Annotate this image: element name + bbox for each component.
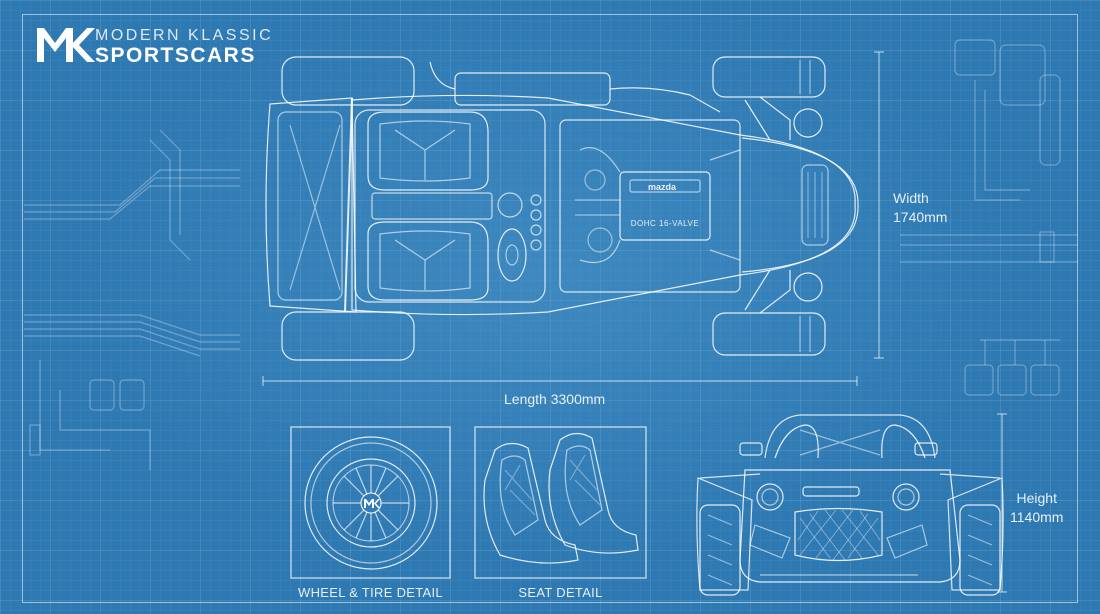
brand-name-top: MODERN KLASSIC [95,27,274,44]
wheel-detail-caption: WHEEL & TIRE DETAIL [298,585,443,600]
wheel-center-logo-icon [364,499,380,508]
width-label: Width 1740mm [893,189,947,227]
length-label: Length 3300mm [504,391,606,407]
length-dimension-line [262,376,858,386]
seat-detail-box [474,426,647,579]
right-schematic [900,39,1078,396]
seat-detail-caption: SEAT DETAIL [518,585,603,600]
height-label-title: Height [1016,490,1057,506]
brand-name-bottom: SPORTSCARS [95,44,256,67]
left-schematic [24,129,240,470]
front-view-car [696,414,1004,596]
width-dimension-line [874,51,884,359]
height-label-value: 1140mm [1010,509,1064,525]
seat-drawing [483,432,639,564]
mk-logo-icon [37,28,95,62]
top-view-car [265,56,859,361]
wheel-detail-box [290,426,451,579]
engine-brand-text: mazda [648,182,677,192]
wheel-drawing [304,436,438,570]
engine-spec-text: DOHC 16-VALVE [631,219,699,228]
blueprint-frame [22,14,1078,603]
width-label-value: 1740mm [893,209,948,225]
width-label-title: Width [893,190,929,206]
height-label: Height 1140mm [1010,489,1063,527]
